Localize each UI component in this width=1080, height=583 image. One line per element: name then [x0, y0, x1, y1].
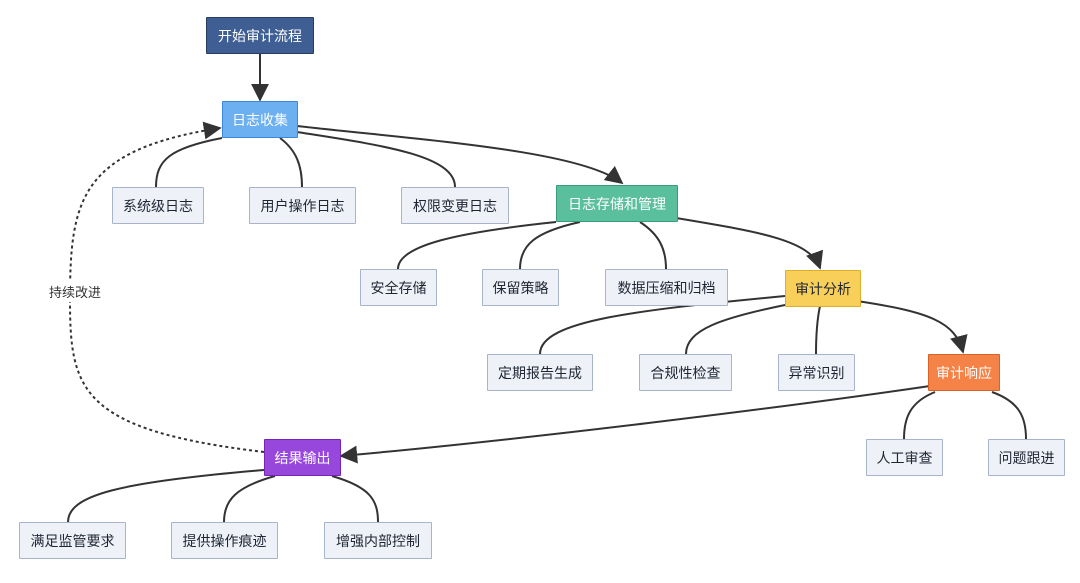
node-compliance-check: 合规性检查 — [639, 354, 732, 391]
edge-collect-syslog — [155, 137, 223, 188]
edge-analysis-compliance — [685, 303, 791, 355]
edge-store-compress — [639, 221, 667, 270]
edge-analysis-anomaly — [815, 305, 821, 355]
edge-analysis-report — [539, 295, 786, 355]
node-user-log: 用户操作日志 — [249, 187, 356, 224]
edge-output-trace — [223, 475, 276, 523]
node-anomaly-detect: 异常识别 — [778, 354, 855, 391]
node-periodic-report: 定期报告生成 — [487, 354, 593, 391]
node-secure-storage: 安全存储 — [360, 269, 437, 306]
node-start: 开始审计流程 — [206, 17, 314, 54]
edge-respond-manual — [903, 391, 936, 440]
feedback-label: 持续改进 — [47, 281, 104, 302]
edge-output-regulatory — [67, 469, 265, 523]
node-issue-followup: 问题跟进 — [988, 439, 1065, 476]
node-log-store: 日志存储和管理 — [556, 185, 678, 222]
node-operation-trace: 提供操作痕迹 — [171, 522, 278, 559]
node-system-log: 系统级日志 — [112, 187, 204, 224]
edge-collect-permlog — [296, 131, 456, 188]
node-regulatory: 满足监管要求 — [19, 522, 126, 559]
edge-store-retain — [519, 221, 581, 270]
edge-respond-output — [339, 385, 931, 464]
node-internal-control: 增强内部控制 — [324, 522, 432, 559]
node-audit-respond: 审计响应 — [928, 354, 1000, 391]
node-manual-review: 人工审查 — [866, 439, 943, 476]
edge-collect-store — [296, 125, 624, 185]
edge-respond-follow — [991, 391, 1027, 440]
node-permission-log: 权限变更日志 — [401, 187, 509, 224]
edge-analysis-respond — [856, 300, 968, 354]
node-audit-analysis: 审计分析 — [785, 270, 861, 307]
node-retention-policy: 保留策略 — [482, 269, 559, 306]
edge-collect-userlog — [279, 137, 303, 188]
node-compress-archive: 数据压缩和归档 — [605, 269, 728, 306]
edge-output-control — [331, 475, 379, 523]
node-result-output: 结果输出 — [264, 439, 341, 476]
node-log-collect: 日志收集 — [222, 101, 298, 138]
edge-store-analysis — [675, 217, 823, 270]
edge-store-secure — [397, 221, 557, 270]
